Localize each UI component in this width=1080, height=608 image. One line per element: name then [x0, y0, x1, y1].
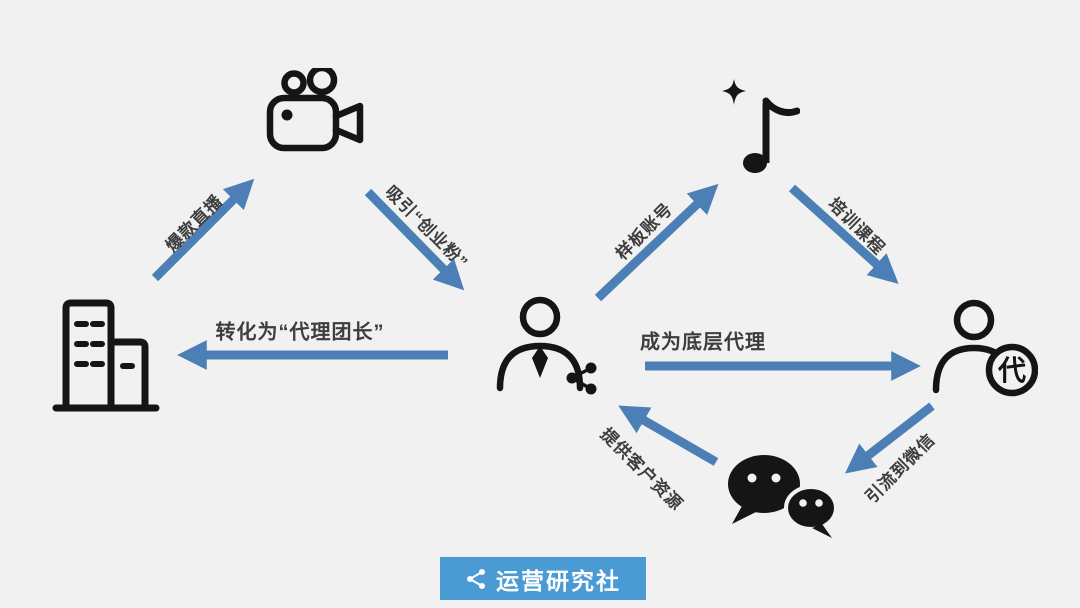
agent-badge-text: 代 — [997, 355, 1026, 386]
share-icon — [467, 568, 485, 589]
arrow-tiktok-to-agent — [788, 184, 899, 284]
edge-label-host-to-company: 转化为“代理团长” — [215, 321, 385, 344]
arrow-camera-to-host — [364, 188, 465, 291]
brand-logo-text: 运营研究社 — [496, 567, 621, 594]
person-with-tie-and-share-icon — [490, 292, 605, 398]
wechat-chat-bubbles-icon — [720, 448, 840, 543]
video-camera-icon — [262, 68, 370, 170]
brand-logo: 运营研究社 — [440, 557, 646, 600]
arrow-company-to-camera — [151, 178, 255, 282]
share-icon — [566, 362, 597, 395]
arrow-host-to-tiktok — [594, 183, 719, 302]
edge-label-host-to-agent: 成为底层代理 — [640, 331, 766, 354]
arrow-wechat-to-host — [618, 405, 719, 466]
arrow-agent-to-wechat — [844, 402, 935, 474]
building-icon — [50, 296, 162, 414]
tiktok-music-note-icon — [710, 75, 800, 180]
person-agent-icon: 代 — [928, 296, 1038, 400]
